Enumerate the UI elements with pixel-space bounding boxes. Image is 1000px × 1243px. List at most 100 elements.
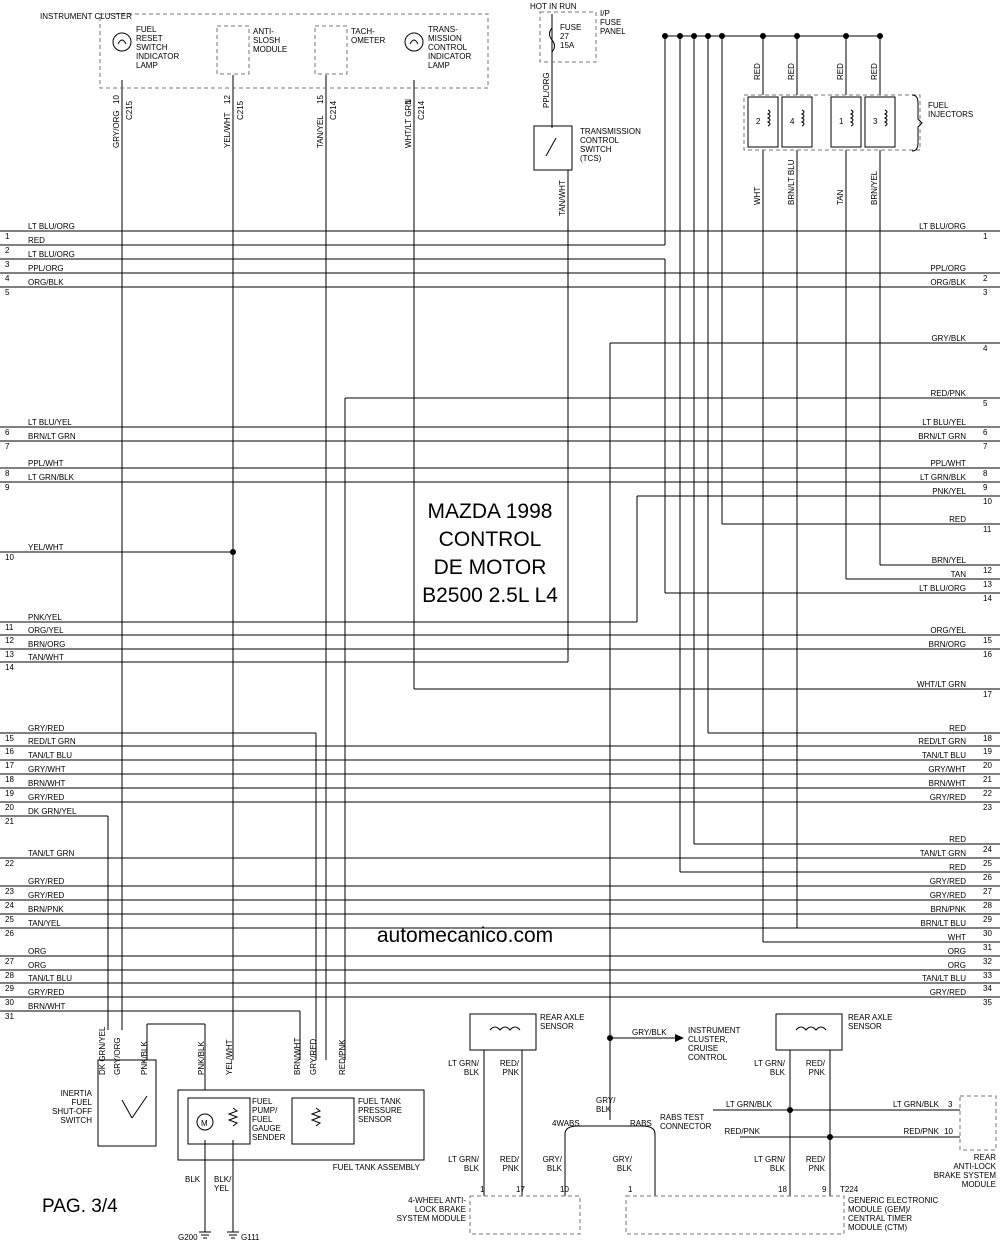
sensor-wire-label: RED/ — [500, 1155, 520, 1164]
right-wire-color: LT BLU/YEL — [922, 418, 966, 427]
tachometer-label: TACH- — [351, 27, 375, 36]
component-labels: FUELRESETSWITCHINDICATORLAMPANTI-SLOSHMO… — [52, 2, 997, 1242]
right-wire-number: 26 — [983, 873, 992, 882]
left-wire-color: BRN/WHT — [28, 779, 65, 788]
title-line-4: B2500 2.5L L4 — [422, 584, 558, 607]
left-wire-color: ORG/BLK — [28, 278, 64, 287]
left-wire-number: 14 — [5, 663, 14, 672]
right-wire-number: 12 — [983, 566, 992, 575]
fuse-label: 15A — [560, 41, 575, 50]
right-wire-color: BRN/PNK — [930, 905, 966, 914]
left-wire-color: BRN/LT GRN — [28, 432, 76, 441]
cluster-pin-number: 15 — [316, 95, 325, 104]
inertia-wire-label: GRY/ORG — [113, 1037, 122, 1075]
left-wire-color: TAN/WHT — [28, 653, 64, 662]
rear-axle-sensor-label: REAR AXLE — [540, 1013, 584, 1022]
right-wire-color: TAN — [951, 570, 967, 579]
left-wire-number: 3 — [5, 260, 10, 269]
right-wire-color: ORG — [948, 947, 966, 956]
four-wabs-pin: 1 — [480, 1185, 485, 1194]
left-wire-number: 19 — [5, 789, 14, 798]
right-wire-color: GRY/WHT — [928, 765, 966, 774]
cluster-pin-number: 12 — [223, 95, 232, 104]
fuel-tank-sensor-label: FUEL TANK — [358, 1097, 402, 1106]
right-wire-number: 8 — [983, 469, 988, 478]
left-wire-number: 28 — [5, 971, 14, 980]
cluster-wire-label: GRY/ORG — [112, 110, 121, 148]
left-wire-number: 9 — [5, 483, 10, 492]
pump-wire-label: YEL/WHT — [225, 1039, 234, 1075]
right-wire-color: LT BLU/ORG — [919, 222, 966, 231]
trans-control-lamp-label: INDICATOR — [428, 52, 471, 61]
sensor-wire-label: LT GRN/ — [754, 1155, 786, 1164]
left-wire-number: 31 — [5, 1012, 14, 1021]
four-wabs-module-label: SYSTEM MODULE — [397, 1214, 466, 1223]
ip-fuse-panel-label: I/P — [600, 9, 610, 18]
left-wire-color: GRY/RED — [28, 877, 65, 886]
inertia-switch-label: INERTIA — [61, 1089, 93, 1098]
left-wire-color: BRN/ORG — [28, 640, 65, 649]
hot-in-run-label: HOT IN RUN — [530, 2, 577, 11]
ip-fuse-panel-label: PANEL — [600, 27, 626, 36]
fuel-pump-label: SENDER — [252, 1133, 286, 1142]
right-wire-color: ORG/BLK — [930, 278, 966, 287]
left-wire-number: 17 — [5, 761, 14, 770]
left-wire-number: 30 — [5, 998, 14, 1007]
right-wire-color: LT BLU/ORG — [919, 584, 966, 593]
injector-wire-label: WHT — [753, 187, 762, 205]
four-wabs-label: 4WABS — [552, 1119, 580, 1128]
tank-wire-label: RED/PNK — [338, 1039, 347, 1075]
left-wire-number: 21 — [5, 817, 14, 826]
lamp-icon — [404, 32, 424, 52]
cluster-pin-number: 10 — [112, 95, 121, 104]
gry-blk-label: GRY/ — [543, 1155, 563, 1164]
title-line-1: MAZDA 1998 — [428, 500, 553, 523]
right-wire-number: 30 — [983, 929, 992, 938]
sensor-wire-label: PNK — [809, 1068, 826, 1077]
right-wire-number: 13 — [983, 580, 992, 589]
rabs-wire-label: RED/PNK — [724, 1127, 760, 1136]
left-wire-color: PNK/YEL — [28, 613, 62, 622]
rabs-label: RABS — [630, 1119, 652, 1128]
fuel-reset-lamp-label: FUEL — [136, 25, 157, 34]
left-wire-number: 1 — [5, 232, 10, 241]
fuse-icon — [549, 27, 555, 53]
right-wire-number: 35 — [983, 998, 992, 1007]
ground-wire-label: YEL — [214, 1184, 230, 1193]
ip-fuse-panel-label: FUSE — [600, 18, 621, 27]
injector-4-icon — [781, 96, 813, 148]
right-wire-number: 25 — [983, 859, 992, 868]
sensor-wire-label: PNK — [503, 1068, 520, 1077]
rear-antilock-module-label: ANTI-LOCK — [953, 1162, 996, 1171]
left-wire-color: ORG — [28, 947, 46, 956]
inertia-switch-label: FUEL — [72, 1098, 93, 1107]
left-wire-color: YEL/WHT — [28, 543, 64, 552]
right-wire-color: ORG — [948, 961, 966, 970]
injector-3-icon — [864, 96, 896, 148]
right-wire-number: 17 — [983, 690, 992, 699]
cluster-wire-label: YEL/WHT — [223, 112, 232, 148]
left-wire-color: GRY/RED — [28, 891, 65, 900]
left-wire-number: 15 — [5, 734, 14, 743]
fuse-label: FUSE — [560, 23, 581, 32]
rabs-test-connector-label: RABS TEST — [660, 1113, 704, 1122]
inertia-switch-label: SWITCH — [60, 1116, 92, 1125]
left-wire-color: ORG — [28, 961, 46, 970]
right-wire-color: PPL/ORG — [930, 264, 966, 273]
right-wire-labels: LT BLU/ORG1PPL/ORG2ORG/BLK3GRY/BLK4RED/P… — [917, 222, 992, 1007]
left-wire-color: LT BLU/YEL — [28, 418, 72, 427]
left-wire-number: 23 — [5, 887, 14, 896]
wire-network — [0, 14, 1000, 1232]
gry-blk-split-label: GRY/ — [596, 1096, 616, 1105]
tcs-label: (TCS) — [580, 154, 602, 163]
four-wabs-module-label: 4-WHEEL ANTI- — [408, 1196, 466, 1205]
page-label: PAG. 3/4 — [42, 1196, 118, 1217]
four-wabs-pin: 10 — [560, 1185, 569, 1194]
sensor-wire-label: LT GRN/ — [448, 1155, 480, 1164]
right-wire-number: 5 — [983, 399, 988, 408]
rear-antilock-module-label: BRAKE SYSTEM — [934, 1171, 997, 1180]
right-wire-color: BRN/WHT — [929, 779, 966, 788]
right-wire-color: BRN/ORG — [929, 640, 966, 649]
